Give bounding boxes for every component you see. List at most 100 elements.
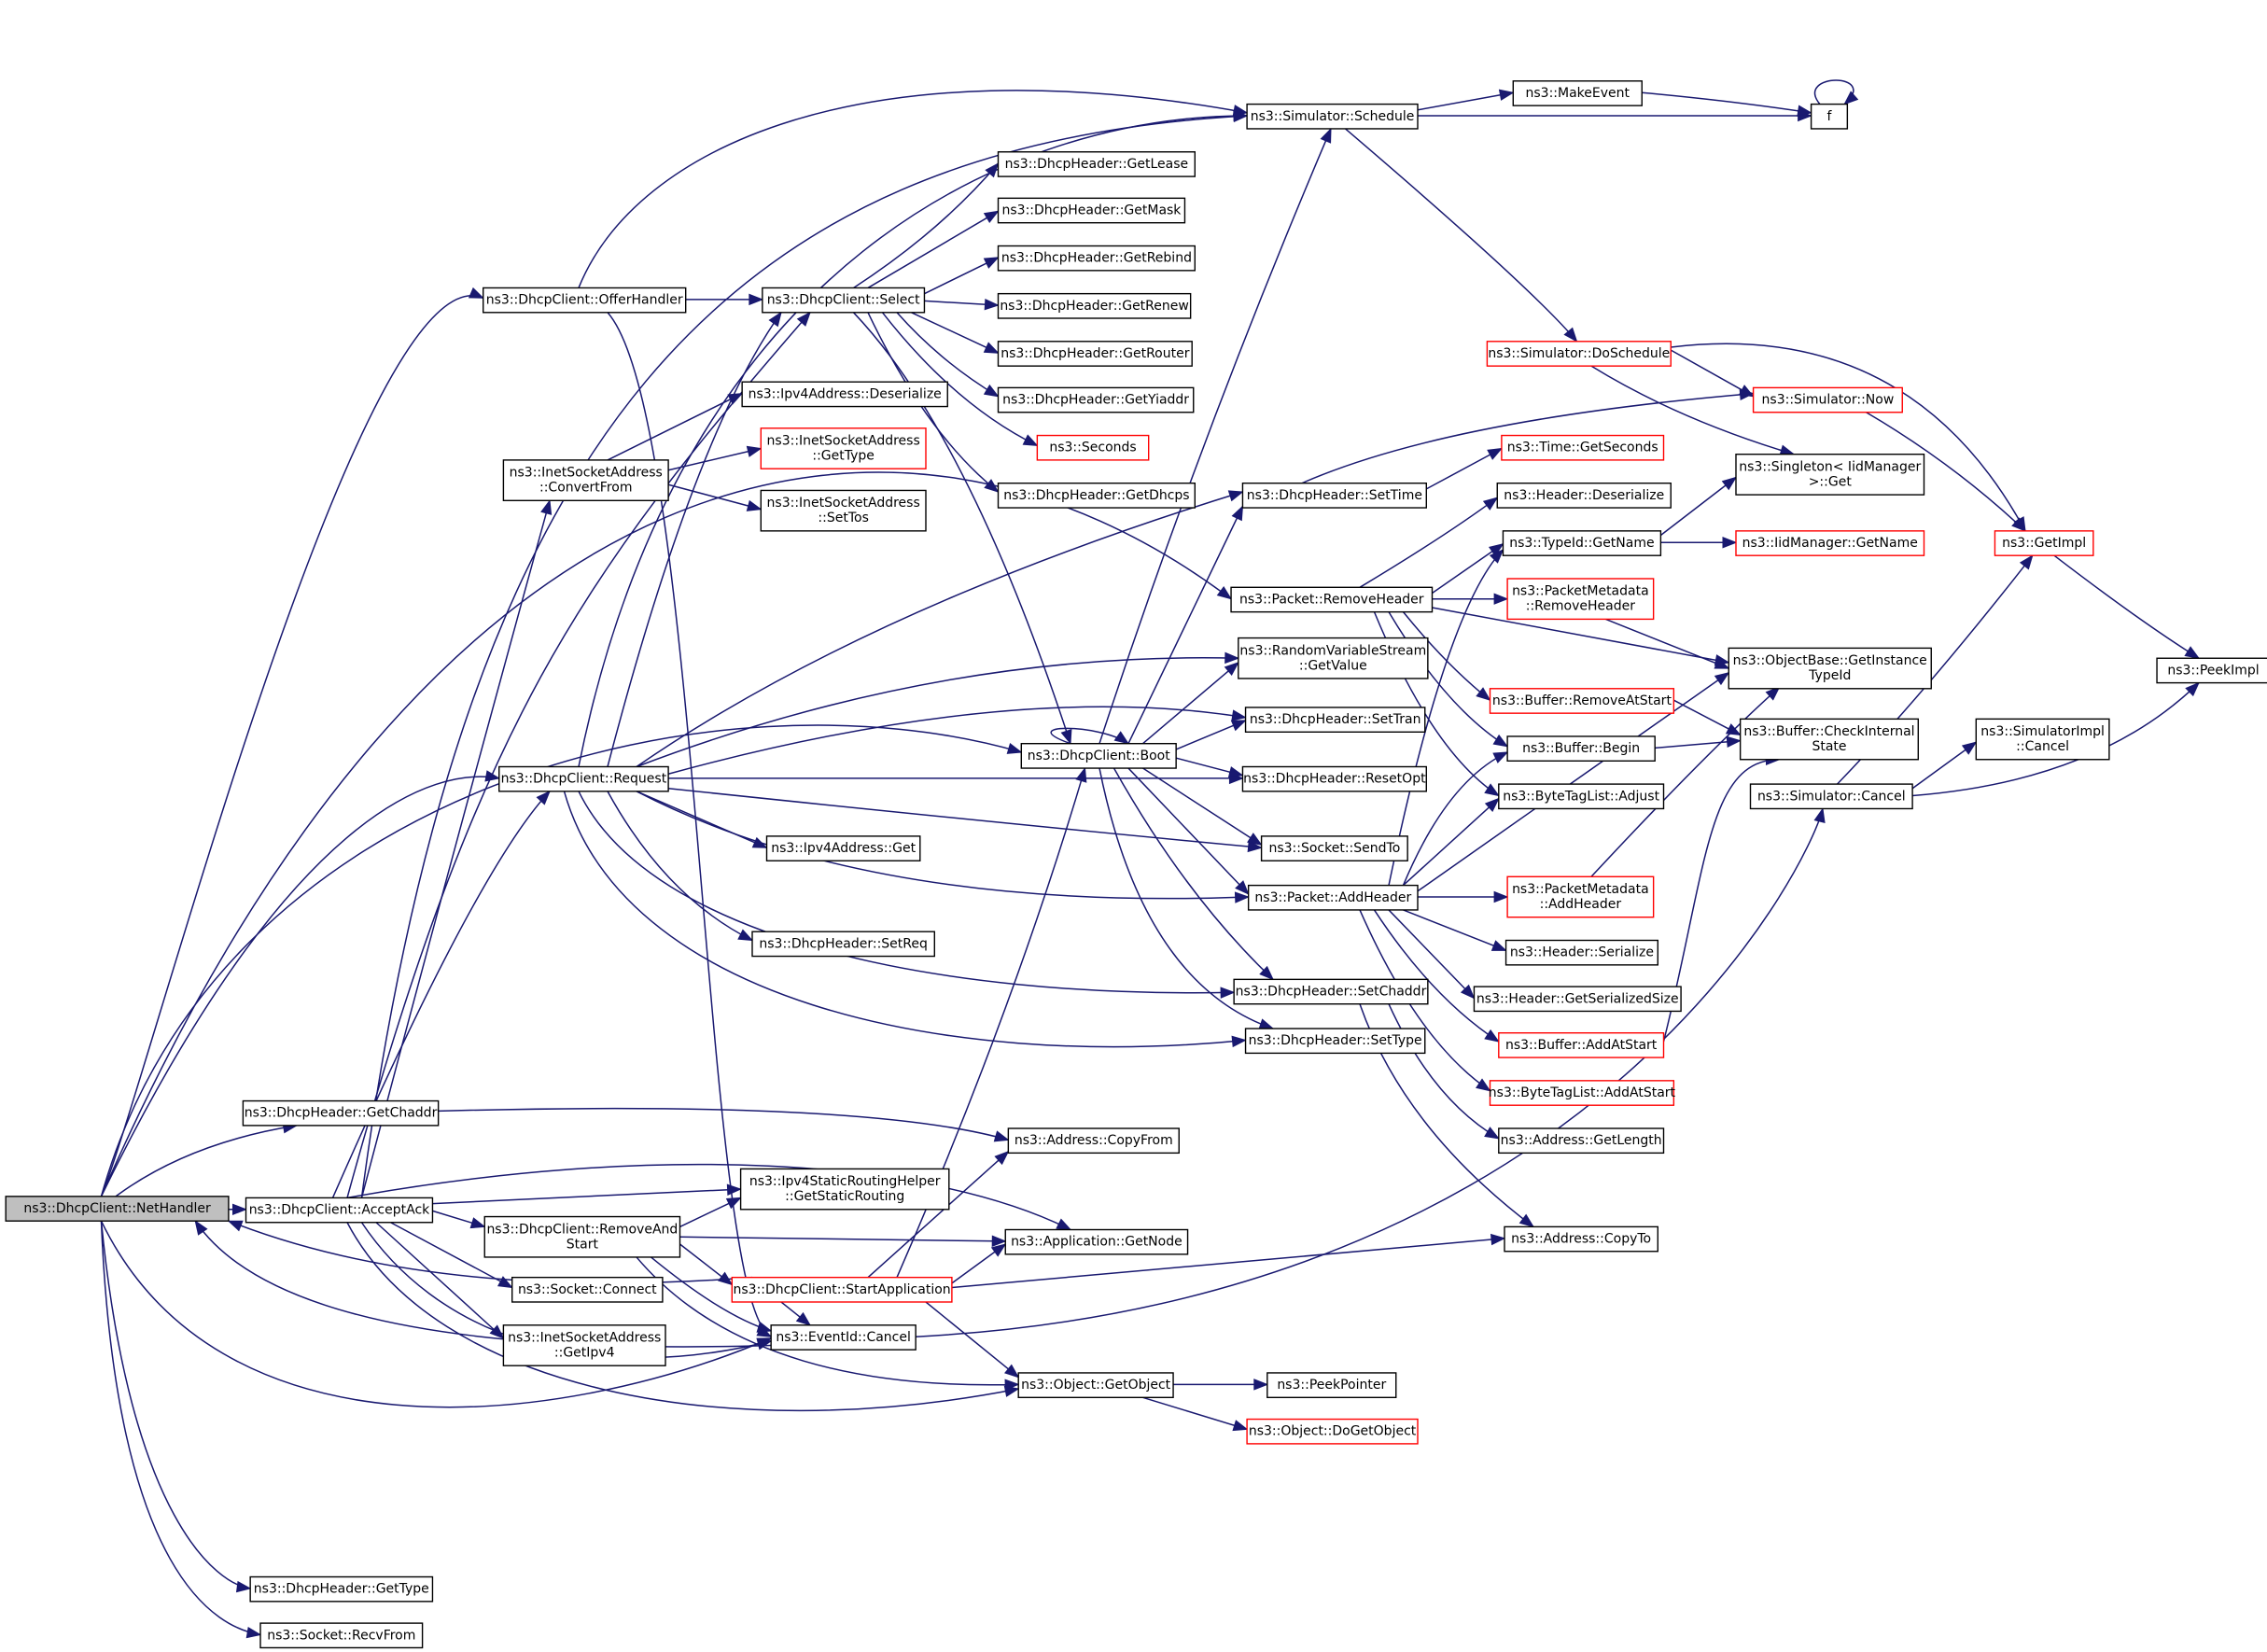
node-box	[1266, 1372, 1397, 1398]
function-node-schedule[interactable]: ns3::Simulator::Schedule	[1246, 103, 1419, 130]
function-node-eventcancel[interactable]: ns3::EventId::Cancel	[770, 1324, 917, 1351]
call-edge-select-to-boot	[852, 312, 1072, 745]
node-box	[997, 245, 1196, 272]
call-edge-request-to-setreq	[607, 791, 754, 942]
node-label: ns3::ByteTagList::Adjust	[1503, 789, 1659, 804]
call-edge-acceptack-to-select	[346, 311, 811, 1198]
function-node-staticrouting[interactable]: ns3::Ipv4StaticRoutingHelper::GetStaticR…	[739, 1168, 950, 1211]
function-node-boot[interactable]: ns3::DhcpClient::Boot	[1020, 743, 1177, 769]
function-node-settran[interactable]: ns3::DhcpHeader::SetTran	[1244, 707, 1426, 734]
node-label: ns3::Singleton< IidManager	[1739, 459, 1921, 474]
function-node-getyiaddr[interactable]: ns3::DhcpHeader::GetYiaddr	[997, 386, 1195, 413]
arrowhead	[1490, 940, 1507, 951]
function-node-startapp[interactable]: ns3::DhcpClient::StartApplication	[731, 1276, 953, 1303]
function-node-singleton[interactable]: ns3::Singleton< IidManager >::Get	[1735, 454, 1925, 496]
arrowhead	[1220, 987, 1236, 999]
function-node-isaconvert[interactable]: ns3::InetSocketAddress::ConvertFrom	[502, 459, 669, 501]
function-node-getmask[interactable]: ns3::DhcpHeader::GetMask	[997, 197, 1186, 224]
function-node-resetopt[interactable]: ns3::DhcpHeader::ResetOpt	[1241, 765, 1427, 792]
function-node-rvsgetvalue[interactable]: ns3::RandomVariableStream::GetValue	[1238, 637, 1429, 679]
node-label: ns3::SimulatorImpl	[1980, 724, 2105, 739]
function-node-btladjust[interactable]: ns3::ByteTagList::Adjust	[1498, 783, 1665, 810]
function-node-getlease[interactable]: ns3::DhcpHeader::GetLease	[997, 151, 1196, 177]
function-node-dosched[interactable]: ns3::Simulator::DoSchedule	[1486, 341, 1672, 367]
function-node-f[interactable]: f	[1810, 103, 1849, 130]
function-node-pmadd[interactable]: ns3::PacketMetadata::AddHeader	[1506, 875, 1655, 918]
call-edge-acceptack-to-staticrouting	[432, 1183, 742, 1205]
arrowhead	[1320, 127, 1332, 144]
function-node-makeevent[interactable]: ns3::MakeEvent	[1512, 80, 1643, 106]
function-node-bufaddstart[interactable]: ns3::Buffer::AddAtStart	[1498, 1031, 1665, 1058]
function-node-getdhcps[interactable]: ns3::DhcpHeader::GetDhcps	[997, 483, 1196, 509]
function-node-getrebind[interactable]: ns3::DhcpHeader::GetRebind	[997, 245, 1196, 272]
arrowhead	[1484, 797, 1500, 812]
function-node-recvfrom[interactable]: ns3::Socket::RecvFrom	[259, 1622, 424, 1649]
function-node-sendto[interactable]: ns3::Socket::SendTo	[1260, 835, 1408, 861]
call-edge-addheader-to-btladjust	[1402, 797, 1500, 887]
function-node-timegetsec[interactable]: ns3::Time::GetSeconds	[1501, 434, 1665, 461]
function-node-iidgetname[interactable]: ns3::IidManager::GetName	[1735, 530, 1925, 556]
node-box	[2156, 657, 2267, 684]
arrowhead	[1482, 497, 1499, 511]
function-node-hdrser[interactable]: ns3::Header::Serialize	[1504, 939, 1659, 966]
call-edges	[100, 79, 2201, 1639]
function-node-isagettype[interactable]: ns3::InetSocketAddress::GetType	[760, 427, 927, 469]
node-box	[242, 1099, 440, 1127]
function-node-acceptack[interactable]: ns3::DhcpClient::AcceptAck	[245, 1197, 434, 1224]
function-node-nethandler[interactable]: ns3::DhcpClient::NetHandler	[5, 1196, 230, 1222]
function-node-seconds[interactable]: ns3::Seconds	[1036, 434, 1150, 461]
function-node-getobject[interactable]: ns3::Object::GetObject	[1017, 1372, 1174, 1398]
function-node-simimplcancel[interactable]: ns3::SimulatorImpl::Cancel	[1975, 718, 2110, 761]
function-node-getrenew[interactable]: ns3::DhcpHeader::GetRenew	[997, 292, 1192, 319]
function-node-request[interactable]: ns3::DhcpClient::Request	[498, 765, 669, 792]
function-node-btladdstart[interactable]: ns3::ByteTagList::AddAtStart	[1489, 1080, 1676, 1106]
arrowhead	[1227, 766, 1244, 778]
function-node-ipv4deser[interactable]: ns3::Ipv4Address::Deserialize	[741, 381, 948, 408]
arrowhead	[1230, 720, 1247, 732]
arrowhead	[1247, 840, 1263, 853]
function-node-isagetipv4[interactable]: ns3::InetSocketAddress::GetIpv4	[502, 1324, 666, 1366]
function-node-addrgetlen[interactable]: ns3::Address::GetLength	[1498, 1127, 1665, 1155]
function-node-now[interactable]: ns3::Simulator::Now	[1752, 386, 1903, 413]
function-node-setchaddr[interactable]: ns3::DhcpHeader::SetChaddr	[1233, 978, 1429, 1005]
function-node-bufbegin[interactable]: ns3::Buffer::Begin	[1506, 735, 1656, 763]
function-node-isasettos[interactable]: ns3::InetSocketAddress::SetTos	[760, 489, 927, 532]
function-node-bufremove[interactable]: ns3::Buffer::RemoveAtStart	[1489, 688, 1675, 714]
function-node-dogetobject[interactable]: ns3::Object::DoGetObject	[1246, 1418, 1419, 1445]
function-node-addheader[interactable]: ns3::Packet::AddHeader	[1247, 884, 1419, 911]
function-node-addrcopyto[interactable]: ns3::Address::CopyTo	[1504, 1225, 1659, 1253]
arrowhead	[1518, 1213, 1535, 1228]
function-node-removeheader[interactable]: ns3::Packet::RemoveHeader	[1230, 586, 1434, 613]
function-node-sockconnect[interactable]: ns3::Socket::Connect	[511, 1276, 664, 1303]
arrowhead	[2185, 681, 2200, 697]
function-node-typeidname[interactable]: ns3::TypeId::GetName	[1502, 530, 1662, 556]
function-node-getimpl[interactable]: ns3::GetImpl	[1994, 530, 2094, 556]
arrowhead	[983, 210, 1000, 224]
function-node-peekpointer[interactable]: ns3::PeekPointer	[1266, 1372, 1397, 1398]
function-node-settype[interactable]: ns3::DhcpHeader::SetType	[1244, 1028, 1426, 1055]
function-node-hdrgetsize[interactable]: ns3::Header::GetSerializedSize	[1473, 986, 1682, 1013]
function-node-peekimpl[interactable]: ns3::PeekImpl	[2156, 657, 2267, 684]
function-node-select[interactable]: ns3::DhcpClient::Select	[762, 287, 926, 314]
function-node-addrcopyfrom[interactable]: ns3::Address::CopyFrom	[1007, 1127, 1180, 1155]
node-box	[1502, 530, 1662, 556]
function-node-getrouter[interactable]: ns3::DhcpHeader::GetRouter	[997, 341, 1193, 367]
call-edge-select-to-getrouter	[911, 312, 1000, 354]
node-label: ns3::PeekImpl	[2167, 663, 2259, 678]
function-node-appgetnode[interactable]: ns3::Application::GetNode	[1004, 1228, 1189, 1255]
function-node-simcancel[interactable]: ns3::Simulator::Cancel	[1749, 783, 1913, 810]
function-node-settime[interactable]: ns3::DhcpHeader::SetTime	[1241, 483, 1427, 509]
function-node-pmremove[interactable]: ns3::PacketMetadata::RemoveHeader	[1506, 578, 1655, 621]
function-node-getchaddr[interactable]: ns3::DhcpHeader::GetChaddr	[242, 1099, 440, 1127]
function-node-setreq[interactable]: ns3::DhcpHeader::SetReq	[751, 931, 936, 958]
call-edge-request-to-addheader	[636, 791, 1251, 903]
function-node-ipv4get[interactable]: ns3::Ipv4Address::Get	[765, 835, 921, 861]
function-node-hdrdeser[interactable]: ns3::Header::Deserialize	[1496, 483, 1672, 509]
arrowhead	[1843, 91, 1859, 105]
arrowhead	[1231, 505, 1244, 522]
function-node-offerhandler[interactable]: ns3::DhcpClient::OfferHandler	[483, 287, 687, 314]
function-node-hdrgettype[interactable]: ns3::DhcpHeader::GetType	[249, 1575, 434, 1603]
